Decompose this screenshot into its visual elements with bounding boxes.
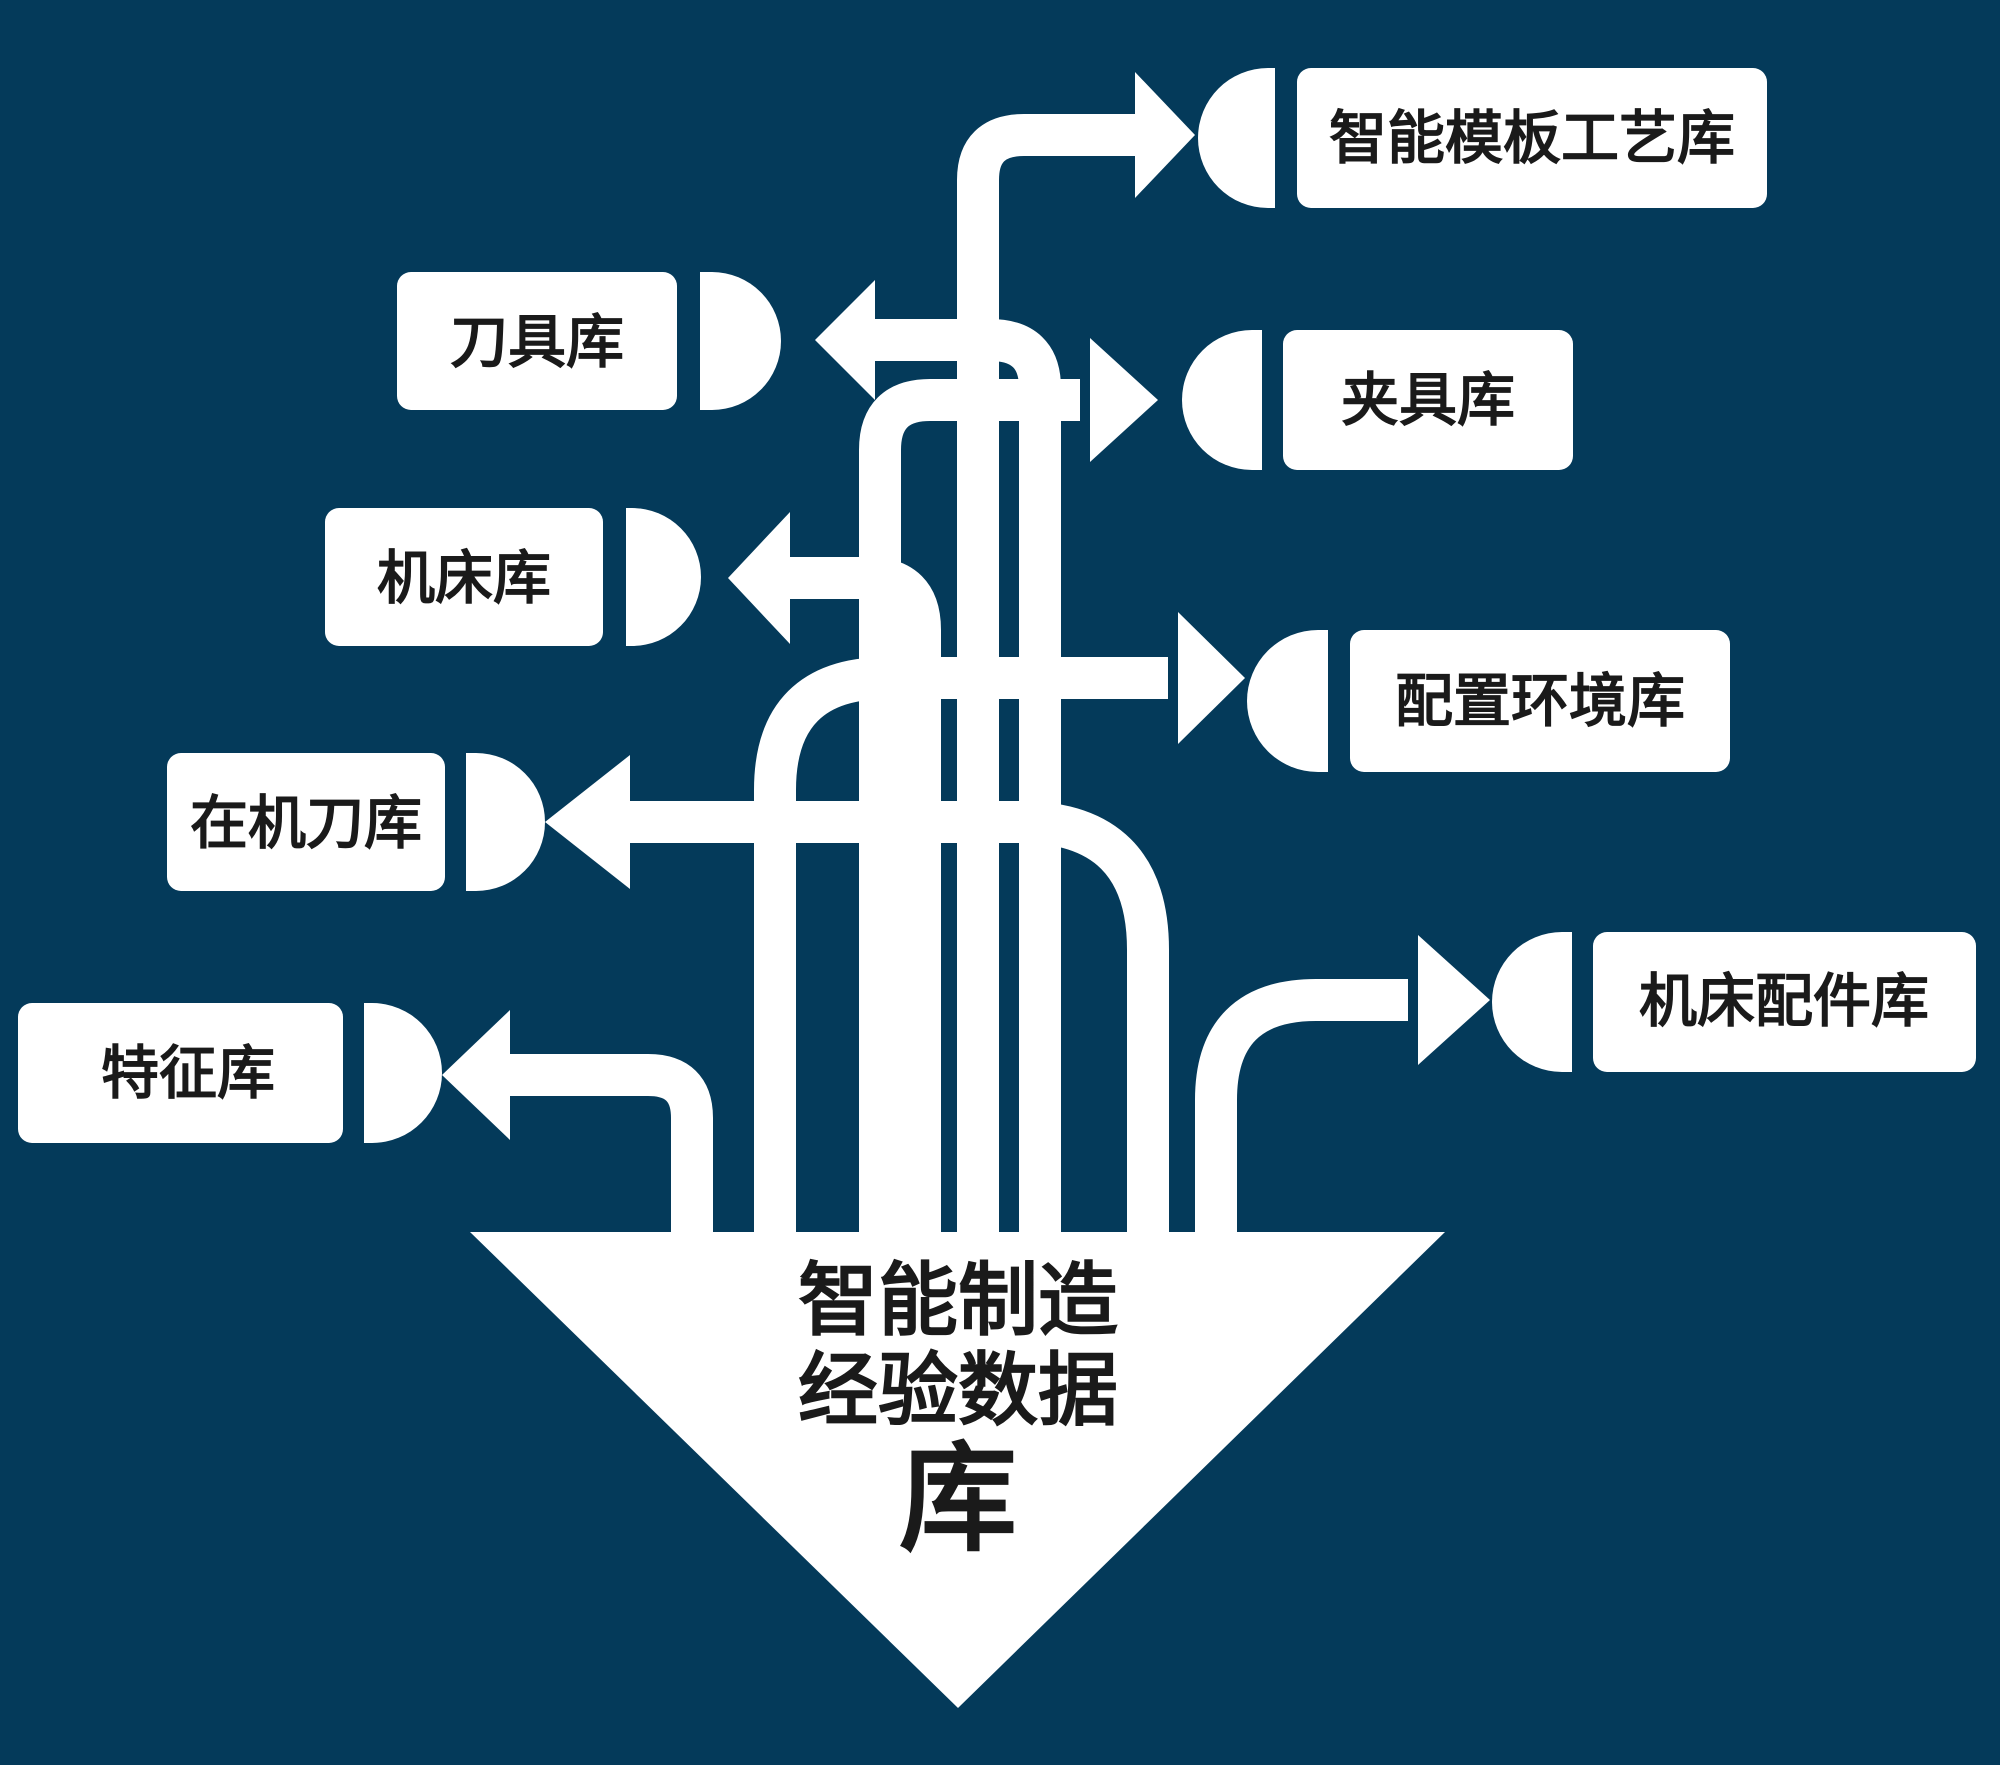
node-feature-box (18, 1003, 343, 1143)
flow-line-template (957, 114, 1150, 1232)
node-fixture-label: 夹具库 (1341, 366, 1515, 434)
node-onboard-tool: 在机刀库 (167, 753, 545, 891)
flow-line-config-env (754, 657, 1168, 1232)
arrowhead-config-env (1178, 612, 1245, 744)
node-config-env-cap (1247, 630, 1328, 772)
arrowhead-machine-tool (728, 512, 790, 644)
node-feature-label: 特征库 (101, 1039, 275, 1107)
arrowhead-machine-parts (1418, 935, 1490, 1065)
arrowhead-tool (815, 280, 875, 400)
hub-label-line3: 库 (899, 1430, 1017, 1568)
node-template-process: 智能模板工艺库 (1198, 68, 1767, 208)
node-machine-parts-label: 机床配件库 (1639, 967, 1929, 1035)
node-feature-cap (364, 1003, 442, 1143)
node-fixture-cap (1182, 330, 1262, 470)
node-fixture: 夹具库 (1182, 330, 1573, 470)
node-onboard-tool-box (167, 753, 445, 891)
hub: 智能制造 经验数据 库 (470, 1232, 1445, 1708)
node-feature: 特征库 (18, 1003, 442, 1143)
flow-line-feature (500, 1054, 713, 1232)
hub-triangle (470, 1232, 1445, 1708)
node-fixture-box (1283, 330, 1573, 470)
arrowhead-onboard-tool (545, 755, 630, 889)
node-machine-parts: 机床配件库 (1492, 932, 1976, 1072)
arrowhead-feature (442, 1010, 510, 1140)
node-config-env-label: 配置环境库 (1395, 667, 1685, 735)
node-machine-tool-box (325, 508, 603, 646)
node-config-env-box (1350, 630, 1730, 772)
node-onboard-tool-cap (466, 753, 545, 891)
hub-label-line2: 经验数据 (798, 1344, 1118, 1437)
node-onboard-tool-label: 在机刀库 (190, 789, 422, 857)
node-machine-tool-cap (626, 508, 701, 646)
node-template-process-cap (1198, 68, 1275, 208)
flow-lines (500, 114, 1408, 1232)
flow-line-fixture (859, 379, 1080, 1232)
node-machine-tool-label: 机床库 (377, 544, 551, 612)
hub-label-line1: 智能制造 (798, 1254, 1118, 1347)
node-tool-cap (700, 272, 781, 410)
node-template-process-label: 智能模板工艺库 (1329, 104, 1735, 172)
node-config-env: 配置环境库 (1247, 630, 1730, 772)
flow-line-machine-parts (1195, 979, 1408, 1232)
node-machine-parts-cap (1492, 932, 1572, 1072)
node-template-process-box (1297, 68, 1767, 208)
node-tool-label: 刀具库 (450, 308, 624, 376)
node-machine-parts-box (1593, 932, 1976, 1072)
arrowhead-fixture (1090, 338, 1158, 462)
node-machine-tool: 机床库 (325, 508, 701, 646)
node-tool: 刀具库 (397, 272, 781, 410)
node-tool-box (397, 272, 677, 410)
arrowheads (442, 72, 1490, 1140)
arrowhead-template (1135, 72, 1195, 198)
